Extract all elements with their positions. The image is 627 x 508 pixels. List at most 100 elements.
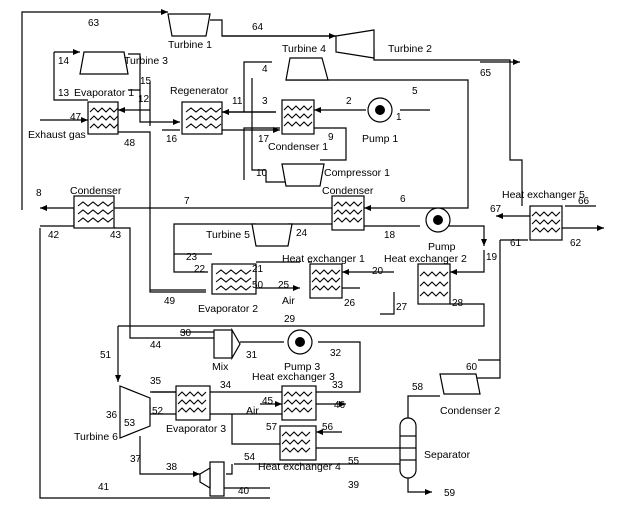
turbine-6-symbol [119, 385, 151, 439]
label-heat-exchanger-3: Heat exchanger 3 [252, 371, 335, 383]
turbine-2-symbol [335, 29, 375, 59]
stream-65: 65 [480, 68, 492, 79]
stream-16: 16 [166, 134, 178, 145]
label-heat-exchanger-4: Heat exchanger 4 [258, 461, 341, 473]
stream-15: 15 [140, 76, 152, 87]
stream-20: 20 [372, 266, 384, 277]
stream-26: 26 [344, 298, 356, 309]
turbine-1-symbol [167, 13, 211, 37]
stream-54: 54 [244, 452, 256, 463]
stream-46: 46 [334, 400, 346, 411]
stream-58: 58 [412, 382, 424, 393]
stream-27: 27 [396, 302, 408, 313]
label-evaporator-2: Evaporator 2 [198, 303, 258, 315]
turbine-4-symbol [285, 57, 329, 81]
stream-62: 62 [570, 238, 582, 249]
label-evaporator-3: Evaporator 3 [166, 423, 226, 435]
stream-42: 42 [48, 230, 60, 241]
stream-39: 39 [348, 480, 360, 491]
condenser-2-symbol [439, 373, 481, 395]
stream-17: 17 [258, 134, 270, 145]
stream-49: 49 [164, 296, 176, 307]
stream-31: 31 [246, 350, 258, 361]
label-heat-exchanger-5: Heat exchanger 5 [502, 189, 585, 201]
label-turbine-6: Turbine 6 [74, 431, 118, 443]
mixer-2-symbol [199, 461, 225, 497]
stream-6: 6 [400, 194, 406, 205]
stream-38: 38 [166, 462, 178, 473]
stream-55: 55 [348, 456, 360, 467]
label-air-2: Air [246, 405, 259, 417]
stream-14: 14 [58, 56, 70, 67]
label-heat-exchanger-1: Heat exchanger 1 [282, 253, 365, 265]
stream-57: 57 [266, 422, 278, 433]
stream-48: 48 [124, 138, 136, 149]
pump-1-symbol [367, 97, 393, 123]
stream-9: 9 [328, 132, 334, 143]
stream-52: 52 [152, 406, 164, 417]
stream-18: 18 [384, 230, 396, 241]
label-mix: Mix [212, 361, 229, 373]
heat-exchanger-coils [77, 105, 561, 453]
label-regenerator: Regenerator [170, 85, 229, 97]
stream-32: 32 [330, 348, 342, 359]
stream-10: 10 [256, 168, 268, 179]
label-turbine-2: Turbine 2 [388, 43, 432, 55]
label-pump-1: Pump 1 [362, 133, 398, 145]
separator-symbol [399, 417, 417, 479]
stream-47: 47 [70, 112, 82, 123]
stream-19: 19 [486, 252, 498, 263]
stream-24: 24 [296, 228, 308, 239]
stream-64: 64 [252, 22, 264, 33]
stream-12: 12 [138, 94, 150, 105]
label-compressor-1: Compressor 1 [324, 167, 390, 179]
stream-8: 8 [36, 188, 42, 199]
compressor-1-symbol [281, 163, 325, 187]
mix-symbol [213, 327, 241, 361]
stream-34: 34 [220, 380, 232, 391]
stream-36: 36 [106, 410, 118, 421]
stream-50: 50 [252, 280, 264, 291]
stream-25: 25 [278, 280, 290, 291]
evaporator-1-box [87, 101, 119, 135]
label-air-1: Air [282, 295, 295, 307]
label-heat-exchanger-2: Heat exchanger 2 [384, 253, 467, 265]
stream-1: 1 [396, 112, 402, 123]
label-turbine-1: Turbine 1 [168, 39, 212, 51]
stream-45: 45 [262, 396, 274, 407]
label-separator: Separator [424, 449, 471, 461]
label-condenser-1: Condenser 1 [268, 141, 328, 153]
label-condenser-left: Condenser [70, 185, 122, 197]
label-turbine-4: Turbine 4 [282, 43, 326, 55]
stream-56: 56 [322, 422, 334, 433]
stream-41: 41 [98, 482, 110, 493]
stream-11: 11 [232, 96, 243, 107]
stream-67: 67 [490, 204, 502, 215]
stream-23: 23 [186, 252, 198, 263]
stream-29: 29 [284, 314, 296, 325]
stream-4: 4 [262, 64, 268, 75]
stream-53: 53 [124, 418, 136, 429]
stream-40: 40 [238, 486, 250, 497]
stream-number-labels: 1 2 3 4 5 6 7 8 9 10 11 12 13 14 15 16 1… [36, 18, 590, 499]
stream-28: 28 [452, 298, 464, 309]
label-condenser-2: Condenser 2 [440, 405, 500, 417]
stream-30: 30 [180, 328, 192, 339]
label-turbine-5: Turbine 5 [206, 229, 250, 241]
stream-51: 51 [100, 350, 112, 361]
stream-3: 3 [262, 96, 268, 107]
pump-3-symbol [287, 329, 313, 355]
stream-37: 37 [130, 454, 142, 465]
pipe-network [21, 9, 604, 499]
turbine-3-symbol [79, 51, 129, 75]
pump-2-symbol [425, 207, 451, 233]
label-pump-2: Pump [428, 241, 456, 253]
stream-66: 66 [578, 196, 590, 207]
stream-22: 22 [194, 264, 206, 275]
stream-5: 5 [412, 86, 418, 97]
label-condenser-mid: Condenser [322, 185, 374, 197]
stream-63: 63 [88, 18, 100, 29]
label-evaporator-1: Evaporator 1 [74, 87, 134, 99]
